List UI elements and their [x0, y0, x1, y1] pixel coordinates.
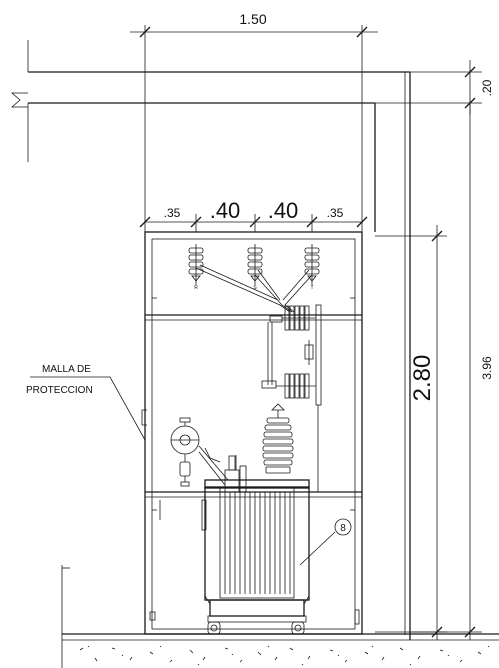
dimension-overall-width: 1.50 — [130, 11, 378, 232]
dimension-label-0-20: .20 — [480, 79, 494, 96]
dimension-total-height: 3.96 — [410, 103, 494, 640]
dimension-label-mid-left-40: .40 — [210, 198, 241, 223]
mesh-label-line1: MALLA DE — [42, 364, 91, 375]
insulator-r: R — [188, 244, 204, 291]
dimension-label-left-35: .35 — [164, 206, 181, 220]
dimension-label-1-50: 1.50 — [239, 11, 266, 27]
dimension-slab-thickness: .20 — [375, 60, 494, 115]
callout-8: 8 — [299, 518, 352, 566]
dimension-cell-height: 2.80 — [375, 225, 447, 640]
callout-8-label: 8 — [340, 523, 346, 534]
dimension-label-2-80: 2.80 — [409, 355, 436, 402]
dimension-label-right-35: .35 — [327, 206, 344, 220]
transformer-wheels — [207, 621, 305, 635]
phase-mark-s: S — [253, 285, 257, 291]
phase-mark-t: T — [310, 285, 313, 291]
dimension-segments: .35 .40 .40 .35 — [139, 198, 368, 232]
mesh-label-line2: PROTECCION — [26, 385, 93, 396]
phase-mark-r: R — [194, 285, 198, 291]
dimension-label-3-96: 3.96 — [480, 356, 494, 380]
cable-terminal-assembly — [170, 417, 247, 493]
transformer-body — [201, 479, 310, 623]
insulator-s: S — [247, 244, 263, 291]
insulator-t: T — [304, 244, 320, 291]
dimension-label-mid-right-40: .40 — [268, 198, 299, 223]
ground-floor — [61, 565, 499, 668]
ceiling-slab — [10, 40, 411, 640]
hv-bushing — [262, 403, 294, 474]
cutout-switch-assembly — [261, 304, 322, 492]
mesh-callout: MALLA DE PROTECCION — [26, 364, 146, 441]
